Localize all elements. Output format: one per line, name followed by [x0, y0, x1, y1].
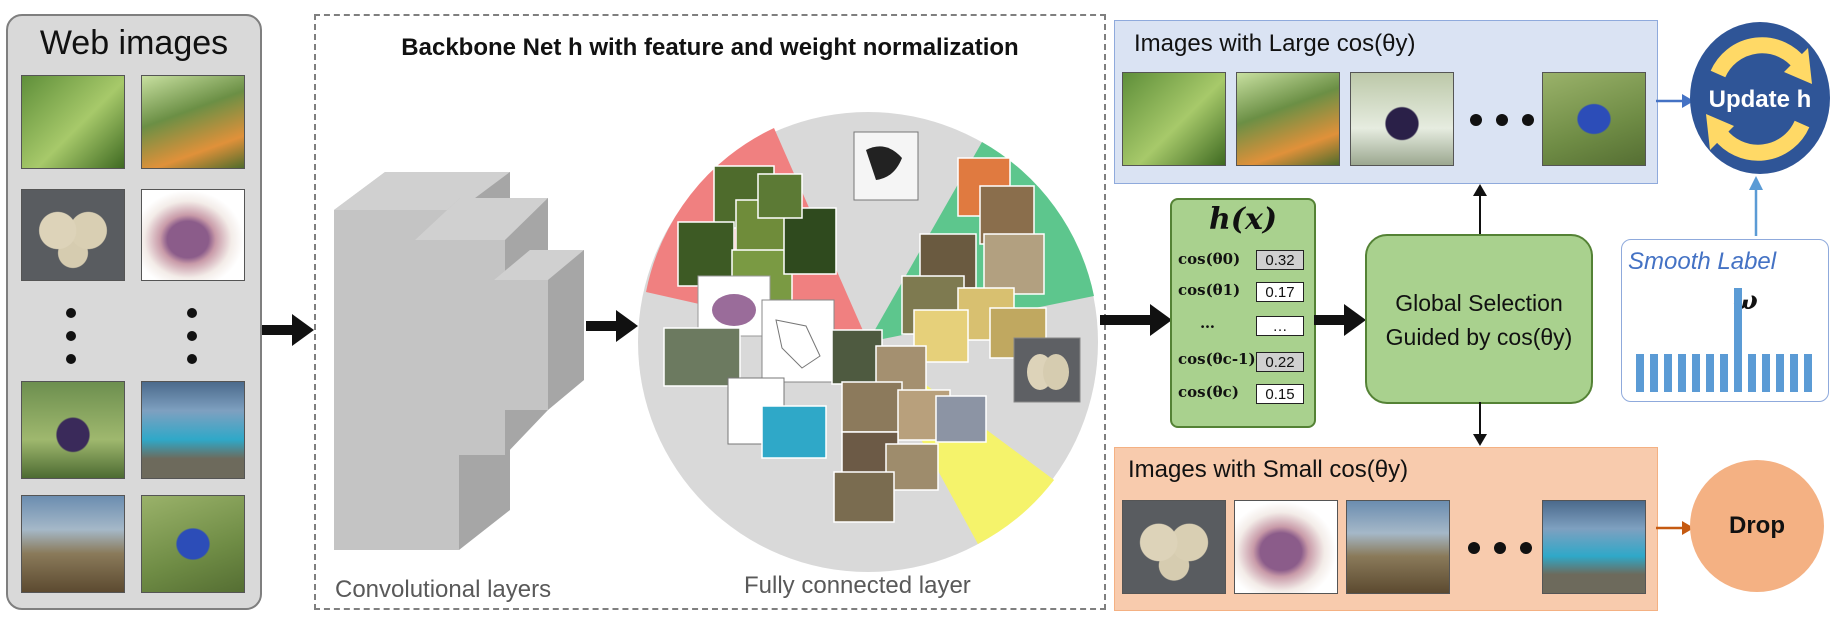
fc-caption: Fully connected layer [744, 572, 971, 599]
bluebird-thumbnail [141, 495, 245, 593]
pool-thumbnail [141, 381, 245, 479]
cos-label: cos(θ0) [1178, 250, 1241, 268]
sign-thumbnail [1346, 500, 1450, 594]
ellipsis-dots [1468, 112, 1538, 133]
eggs-thumbnail [1122, 500, 1226, 594]
pool-thumbnail [1542, 500, 1646, 594]
cos-label: … [1200, 314, 1215, 332]
smooth-label-bars [1636, 288, 1812, 392]
cos-label: cos(θc-1) [1178, 350, 1256, 368]
image-thumbnails [663, 131, 1081, 523]
cos-label: cos(θ1) [1178, 281, 1241, 299]
global-selection-text: Global Selection Guided by cos(θy) [1385, 290, 1573, 350]
arrow-right-icon [1656, 94, 1694, 108]
bird-thumbnail [141, 75, 245, 169]
eggs-thumbnail [21, 189, 125, 281]
more-images-dots [66, 308, 76, 377]
web-images-title: Web images [39, 24, 229, 62]
ellipsis-dots [1466, 540, 1536, 561]
arrow-right-icon [1656, 521, 1694, 535]
sign-thumbnail [21, 495, 125, 593]
convolutional-layers-diagram [334, 172, 584, 550]
fully-connected-pie [638, 112, 1098, 572]
hx-title: h(x) [1208, 202, 1278, 237]
hummingbird-thumbnail [21, 381, 125, 479]
arrow-up-icon [1473, 184, 1487, 234]
cos-value: 0.15 [1256, 384, 1304, 404]
global-selection-box [1365, 234, 1593, 404]
cos-value: 0.22 [1256, 352, 1304, 372]
update-h-icon [1690, 22, 1830, 174]
range-map-thumbnail [141, 189, 245, 281]
bird-thumbnail [1236, 72, 1340, 166]
smooth-label-title: Smooth Label [1628, 248, 1777, 275]
more-images-dots [187, 308, 197, 377]
arrow-right-icon [1100, 304, 1172, 336]
backbone-panel [314, 14, 1106, 610]
update-h-label: Update h [1708, 86, 1812, 113]
arrow-right-icon [262, 314, 314, 346]
range-map-thumbnail [1234, 500, 1338, 594]
bluebird-thumbnail [1542, 72, 1646, 166]
small-cos-title: Images with Small cos(θy) [1128, 456, 1409, 483]
backbone-title: Backbone Net h with feature and weight n… [401, 34, 1019, 61]
arrow-down-icon [1473, 402, 1487, 446]
cos-value: 0.17 [1256, 282, 1304, 302]
drop-circle [1690, 460, 1824, 592]
cos-value: … [1256, 316, 1304, 336]
hx-output-box [1170, 198, 1316, 428]
arrow-right-icon [586, 310, 638, 342]
large-cos-title: Images with Large cos(θy) [1134, 30, 1416, 57]
cos-value: 0.32 [1256, 250, 1304, 270]
cos-label: cos(θc) [1178, 383, 1239, 401]
hummingbird-thumbnail [1350, 72, 1454, 166]
arrow-up-icon [1749, 176, 1763, 236]
bird-thumbnail [21, 75, 125, 169]
drop-label: Drop [1729, 512, 1785, 539]
bird-thumbnail [1122, 72, 1226, 166]
conv-caption: Convolutional layers [335, 576, 552, 603]
arrow-right-icon [1314, 304, 1366, 336]
